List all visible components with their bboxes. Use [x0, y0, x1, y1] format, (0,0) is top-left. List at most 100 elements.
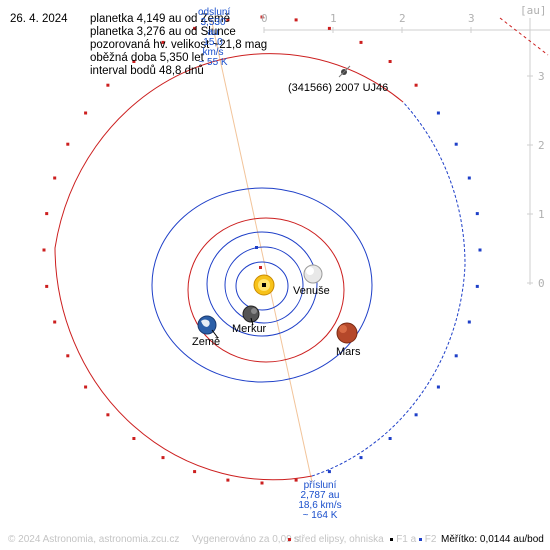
legend-f1-marker — [390, 537, 394, 541]
orbit-point — [45, 284, 49, 288]
orbit-point — [260, 15, 264, 19]
earth-planet — [197, 315, 217, 335]
date-label: 26. 4. 2024 — [10, 13, 68, 25]
x-tick-1: 1 — [330, 12, 337, 25]
legend-center-text: střed elipsy, ohniska — [293, 534, 384, 545]
orbit-point — [327, 26, 331, 30]
legend-center-marker — [288, 537, 291, 541]
asteroid — [338, 65, 351, 78]
orbit-point — [478, 248, 482, 252]
aphelion-distance: 3,530 au — [200, 17, 226, 38]
focus-f2-marker — [255, 246, 258, 249]
venus-orbit — [224, 246, 304, 324]
orbit-point — [84, 111, 88, 115]
orbit-point — [475, 212, 479, 216]
footer-legend: střed elipsy, ohniska F1 a F2 — [288, 534, 436, 545]
venus-label: Venuše — [293, 285, 330, 297]
earth-orbit — [206, 231, 318, 337]
mercury-planet — [242, 305, 260, 323]
footer-copyright: © 2024 Astronomia, astronomia.zcu.cz — [8, 534, 180, 545]
asteroid-orbit-aphelion-half — [54, 53, 404, 481]
orbit-point — [106, 413, 110, 417]
orbit-point — [45, 212, 49, 216]
orbit-point — [260, 481, 264, 485]
mercury-orbit — [235, 261, 289, 311]
orbit-point — [66, 354, 70, 358]
info-line: planetka 4,149 au od Země — [90, 13, 231, 25]
footer-generated: Vygenerováno za 0,09 s — [192, 534, 300, 545]
outer-orbit — [151, 187, 373, 383]
orbit-point — [388, 437, 392, 440]
orbit-point — [161, 40, 165, 44]
earth-label: Země — [192, 336, 221, 348]
info-line: planetka 3,276 au od Slunce — [90, 26, 236, 38]
orbit-point — [132, 437, 136, 440]
axis-unit: [au] — [520, 4, 547, 17]
orbit-point-markers — [42, 15, 482, 485]
info-line: pozorovaná hv. velikost ~21,8 mag — [90, 39, 268, 51]
orbit-point — [388, 60, 392, 63]
venus-planet — [303, 264, 323, 284]
legend-f2-text: F2 — [424, 534, 437, 545]
aphelion-label: odsluní 3,530 au 15,0 km/s ~ 55 K — [198, 7, 231, 68]
asteroid-label: (341566) 2007 UJ46 — [288, 82, 389, 94]
orbit-point — [226, 18, 230, 22]
apsis-line — [210, 17, 313, 483]
orbit-point — [475, 284, 479, 288]
mercury-label: Merkur — [232, 323, 267, 335]
orbit-point — [327, 470, 331, 474]
mars-label: Mars — [336, 346, 361, 358]
orbit-point — [193, 26, 197, 30]
orbit-point — [436, 385, 440, 389]
orbit-point — [294, 478, 298, 482]
orbit-point — [66, 142, 70, 146]
mars-orbit — [187, 217, 345, 363]
perihelion-speed: 18,6 km/s — [298, 500, 342, 511]
orbit-point — [53, 320, 57, 324]
y-tick-3: 3 — [538, 70, 545, 83]
orbit-point — [454, 142, 458, 146]
sun — [253, 274, 275, 296]
orbit-point — [132, 60, 136, 63]
orbit-point — [359, 456, 363, 460]
mars-planet — [336, 322, 358, 344]
perihelion-title: přísluní — [303, 480, 337, 491]
axes — [263, 18, 550, 285]
y-tick-2: 2 — [538, 139, 545, 152]
info-block: planetka 4,149 au od Země planetka 3,276… — [90, 13, 267, 78]
orbit-point — [42, 248, 46, 252]
orbit-point — [84, 385, 88, 389]
perihelion-distance: 2,787 au — [300, 490, 340, 501]
orbit-point — [359, 40, 363, 44]
legend-f2-marker — [419, 537, 422, 541]
mercury-label-leader — [250, 317, 254, 326]
orbit-point — [294, 18, 298, 22]
legend-f1-text: F1 a — [396, 534, 417, 545]
aphelion-title: odsluní — [198, 7, 231, 18]
orbit-point — [414, 413, 418, 417]
info-line: interval bodů 48,8 dnů — [90, 65, 204, 77]
y-tick-1: 1 — [538, 208, 545, 221]
aphelion-temperature: ~ 55 K — [198, 57, 228, 68]
orbit-point — [106, 83, 110, 87]
orbit-point — [467, 176, 471, 180]
y-tick-0: 0 — [538, 277, 545, 290]
ellipse-center-marker — [259, 266, 262, 269]
orbit-point — [467, 320, 471, 324]
x-tick-2: 2 — [399, 12, 406, 25]
earth-label-leader — [211, 329, 219, 339]
x-tick-0: 0 — [261, 12, 268, 25]
orbit-point — [454, 354, 458, 358]
perihelion-temperature: ~ 164 K — [302, 510, 338, 521]
asteroid-orbit-perihelion-half — [311, 101, 466, 477]
info-line: oběžná doba 5,350 let — [90, 52, 204, 64]
x-tick-3: 3 — [468, 12, 475, 25]
direction-line — [499, 17, 549, 56]
orbit-point — [193, 470, 197, 474]
orbit-point — [436, 111, 440, 115]
orbit-point — [53, 176, 57, 180]
footer-scale: Měřítko: 0,0144 au/bod — [441, 534, 544, 545]
orbit-point — [161, 456, 165, 460]
orbit-point — [414, 83, 418, 87]
